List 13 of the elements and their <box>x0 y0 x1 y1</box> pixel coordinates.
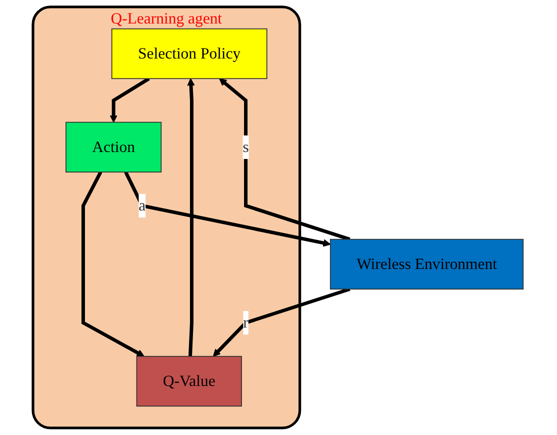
edge-label: s <box>243 138 250 156</box>
node-box: Selection Policy <box>112 28 268 80</box>
arrow <box>213 287 351 357</box>
node-box: Wireless Environment <box>330 238 524 290</box>
edge-label: a <box>139 196 146 214</box>
node-box: Q-Value <box>136 356 242 407</box>
arrow <box>82 171 145 357</box>
arrow <box>219 78 351 241</box>
arrow <box>188 78 196 356</box>
arrow <box>124 171 332 247</box>
edge-label: r <box>244 314 249 332</box>
arrow <box>110 77 150 123</box>
node-box: Action <box>66 122 162 173</box>
